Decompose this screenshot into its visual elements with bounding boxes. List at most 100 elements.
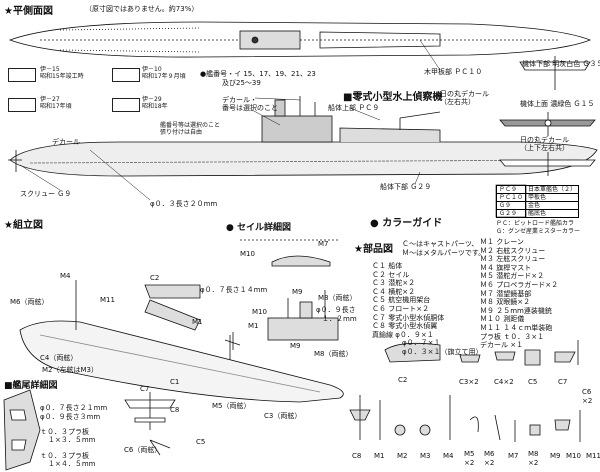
part-m1: M1 bbox=[374, 452, 385, 460]
part-c8: C8 bbox=[352, 452, 362, 460]
label-c8: C8 bbox=[170, 406, 180, 414]
plan-view-title: ★平側面図 bbox=[4, 6, 53, 17]
color-name: 日本軍艦色（２） bbox=[525, 185, 580, 194]
part-m8-qty: ×2 bbox=[528, 459, 539, 467]
list-item: Ｃ７ 零式小型水偵胴体 bbox=[372, 313, 445, 322]
label-c7: C7 bbox=[140, 385, 150, 393]
label-m1b: M1 bbox=[248, 322, 259, 330]
list-item: Ｍ５ 潜舵ガード×２ bbox=[480, 272, 545, 281]
color-note-pc: ＰＣ：ピットロード艦船カラ bbox=[496, 220, 575, 227]
part-c5: C5 bbox=[528, 378, 538, 386]
part-m6: M6 bbox=[484, 450, 495, 458]
callout-fuselage-lower: 機体下部 明灰白色 Ｇ３５ bbox=[522, 60, 600, 68]
list-item: 真鍮線 φ０．９×１ bbox=[372, 330, 434, 339]
type-name-i27: 伊－27 bbox=[40, 96, 60, 103]
bow-detail bbox=[3, 389, 41, 471]
hull-numbers-line2: 及び25～39 bbox=[222, 79, 261, 87]
part-m9: M9 bbox=[550, 452, 561, 460]
list-item: Ｍ８ 双眼鏡×２ bbox=[480, 298, 531, 307]
leader-lines bbox=[19, 39, 441, 201]
type-note-i27: 昭和17年頃 bbox=[40, 103, 72, 110]
list-item: Ｃ５ 航空機用架台 bbox=[372, 296, 431, 305]
label-m9: M9 bbox=[292, 288, 303, 296]
part-m10: M10 bbox=[566, 452, 581, 460]
type-thumb-i29 bbox=[112, 98, 140, 112]
note-decal-select: デカール・ 番号は選択のこと bbox=[222, 96, 278, 112]
color-code: ＰＣ９ bbox=[495, 185, 527, 194]
part-m8: M8 bbox=[528, 450, 539, 458]
label-c5: C5 bbox=[196, 438, 206, 446]
sail-detail bbox=[240, 239, 340, 341]
label-m10: M10 bbox=[240, 250, 255, 258]
type-name-i15: 伊－15 bbox=[40, 66, 60, 73]
label-m11: M11 bbox=[100, 296, 115, 304]
note-circle-decal-upper: 日の丸デカール （上下左右共） bbox=[520, 136, 569, 152]
color-code: Ｇ９ bbox=[495, 201, 527, 210]
color-name: 艦底色 bbox=[525, 209, 580, 218]
part-m11: M11 bbox=[586, 452, 600, 460]
label-m9b: M9 bbox=[290, 342, 301, 350]
label-plate1: ｔ０．３プラ板 bbox=[40, 428, 89, 436]
parts-intro-1: Ｃ～はキャストパーツ、 bbox=[402, 240, 479, 248]
label-plate2-size: １×４．５mm bbox=[48, 460, 96, 468]
list-item: Ｍ６ プロペラガード×２ bbox=[480, 280, 559, 289]
parts-drawings bbox=[349, 340, 581, 442]
type-name-i29: 伊－29 bbox=[142, 96, 162, 103]
label-m2: M2（左舷はM3） bbox=[42, 366, 98, 374]
parts-title: ★部品図 bbox=[354, 244, 393, 255]
type-thumb-i10 bbox=[112, 68, 140, 82]
colorguide-title: ● カラーガイド bbox=[370, 218, 443, 229]
part-m7: M7 bbox=[508, 452, 519, 460]
label-c6: C6（両舷） bbox=[124, 446, 162, 454]
part-m3: M3 bbox=[420, 452, 431, 460]
label-m5: M5（両舷） bbox=[212, 402, 251, 410]
assembly-hull bbox=[19, 280, 344, 403]
bow-title: ■艦尾詳細図 bbox=[4, 381, 58, 391]
label-plate1-size: １×３．５mm bbox=[48, 436, 96, 444]
list-item: Ｃ３ 潜舵×２ bbox=[372, 279, 416, 288]
note-decal-free: 艦番号等は選択のこと 張り付けは自由 bbox=[160, 122, 221, 136]
part-m4: M4 bbox=[443, 452, 454, 460]
callout-rod: φ０．３長さ２０mm bbox=[150, 200, 218, 208]
type-thumb-i15 bbox=[8, 68, 36, 82]
list-item: Ｍ１１ １４ｃｍ単装砲 bbox=[480, 323, 553, 332]
label-m1: M1 bbox=[192, 318, 203, 326]
scale-note: （原寸図ではありません。約73%） bbox=[85, 5, 199, 13]
list-item: Ｃ８ 零式小型水偵翼 bbox=[372, 322, 438, 331]
label-m8: M8（両舷） bbox=[318, 294, 357, 302]
hull-numbers-line1: ●艦番号・イ 15、17、19、21、23 bbox=[200, 70, 316, 78]
part-c6-qty: ×2 bbox=[582, 397, 593, 405]
list-item: Ｃ４ 横舵×２ bbox=[372, 287, 416, 296]
list-item: デカール ×１ bbox=[480, 341, 524, 350]
list-item: Ｍ４ 旗桿マスト bbox=[480, 263, 532, 272]
part-m6-qty: ×2 bbox=[484, 459, 495, 467]
callout-hull-upper: 船体上部 ＰＣ９ bbox=[328, 104, 380, 112]
label-m8b: M8（両舷） bbox=[314, 350, 353, 358]
list-item: Ｍ１０ 測距儀 bbox=[480, 315, 525, 324]
type-note-i15: 昭和15年竣工時 bbox=[40, 73, 84, 80]
callout-deck: 木甲板部 ＰＣ１０ bbox=[424, 68, 483, 76]
list-item: Ｍ２ 右舷スクリュー bbox=[480, 246, 546, 255]
label-m10b: M10 bbox=[252, 308, 267, 316]
list-item: φ０．７×１ bbox=[402, 339, 441, 348]
seaplane-title: ■零式小型水上偵察機 bbox=[343, 92, 443, 103]
part-c6: C6 bbox=[582, 388, 592, 396]
color-name: 金色 bbox=[525, 201, 580, 210]
label-m4: M4 bbox=[60, 272, 71, 280]
type-name-i10: 伊－10 bbox=[142, 66, 162, 73]
list-item: プラ板 ｔ０．３×１ bbox=[480, 332, 545, 341]
color-code: Ｇ２９ bbox=[495, 209, 527, 218]
label-c3: C3（両舷） bbox=[264, 412, 302, 420]
label-sail-rod07: φ０．７長さ１４mm bbox=[200, 286, 268, 294]
part-c7: C7 bbox=[558, 378, 568, 386]
list-item: Ｃ１ 船体 bbox=[372, 262, 403, 270]
assembly-title: ★組立図 bbox=[4, 220, 43, 231]
list-item: Ｍ１ クレーン bbox=[480, 238, 524, 246]
sail-title: ● セイル詳細図 bbox=[226, 223, 291, 233]
